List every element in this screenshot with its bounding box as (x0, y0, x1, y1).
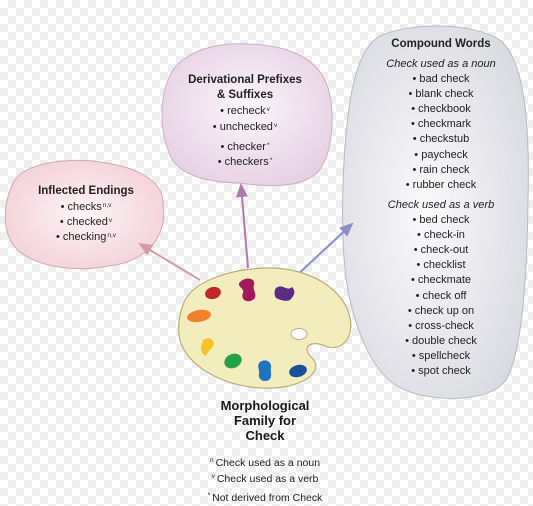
compound-word: double check (412, 334, 477, 347)
arrow-to-compound (295, 222, 354, 277)
derivational-bubble (161, 43, 333, 187)
inflected-endings-bubble (4, 159, 165, 270)
derivational-mark: * (266, 142, 270, 149)
compound-word: spot check (418, 365, 471, 377)
compound-verb-heading: Check used as a verb (387, 199, 495, 211)
compound-word: checkbook (418, 103, 471, 116)
compound-word: paycheck (421, 148, 468, 161)
compound-word: check-out (420, 244, 469, 257)
inflected-item: • checkingn,v (55, 231, 116, 243)
compound-word-item: • check-in (417, 229, 465, 242)
paint-blob-yellow (201, 338, 214, 356)
derivational-mark: v (273, 122, 278, 129)
derivational-item: • recheckv (220, 105, 270, 117)
legend-text: Not derived from Check (212, 492, 323, 504)
compound-word: check-in (423, 229, 465, 242)
derivational-word: unchecked (219, 121, 273, 133)
derivational-item: • checker* (220, 141, 270, 153)
center-title-line1: Morphological (220, 398, 310, 413)
legend-mark: v (211, 473, 215, 480)
legend-mark: * (207, 492, 211, 499)
compound-word-item: • double check (405, 334, 477, 347)
derivational-word: recheck (227, 105, 266, 117)
arrow-to-inflected (138, 242, 201, 281)
compound-word: spellcheck (418, 349, 471, 362)
compound-word: checkmate (417, 274, 472, 287)
legend-text: Check used as a verb (216, 473, 319, 485)
compound-word-item: • check up on (407, 304, 475, 317)
inflected-item: • checksn,v (60, 201, 112, 213)
paint-blob-blue (258, 360, 272, 382)
inflected-mark: v (108, 217, 113, 224)
inflected-word: checks (67, 201, 102, 213)
compound-word: checklist (423, 259, 466, 272)
inflected-item: • checkedv (59, 216, 113, 228)
compound-word: checkstub (419, 133, 470, 146)
compound-word-item: • rubber check (405, 178, 477, 191)
compound-word-item: • check off (415, 289, 467, 302)
inflected-word: checking (62, 231, 107, 243)
arrow-to-derivational (236, 183, 249, 269)
center-title-line3: Check (245, 428, 285, 443)
paint-blob-purple (274, 286, 295, 301)
inflected-endings-title: Inflected Endings (38, 185, 134, 197)
paint-blob-green (224, 353, 242, 369)
compound-word-item: • cross-check (408, 319, 474, 332)
compound-word-item: • check-out (413, 244, 469, 257)
derivational-word: checker (227, 141, 266, 153)
inflected-mark: n,v (107, 232, 116, 239)
derivational-mark: * (269, 157, 273, 164)
derivational-title-line1: Derivational Prefixes (188, 74, 302, 86)
compound-word: check up on (414, 304, 475, 317)
compound-word: rubber check (412, 178, 477, 191)
compound-word-item: • paycheck (414, 148, 468, 161)
compound-word-item: • bed check (412, 214, 470, 226)
compound-word-item: • checkstub (412, 133, 470, 146)
compound-word: checkmark (417, 118, 472, 131)
compound-word-item: • checkbook (411, 103, 471, 116)
inflected-mark: n,v (102, 202, 112, 209)
paint-blob-red (205, 286, 221, 300)
legend-not-derived: *Not derived from Check (180, 490, 350, 506)
derivational-title-line2: & Suffixes (216, 89, 274, 101)
compound-word: check off (422, 289, 467, 302)
derivational-item: • uncheckedv (212, 121, 278, 133)
compound-word: bed check (419, 214, 470, 226)
derivational-word: checkers (224, 156, 269, 168)
legend-text: Check used as a noun (215, 457, 321, 469)
compound-word-item: • checkmate (410, 274, 472, 287)
inflected-word: checked (66, 216, 108, 228)
compound-words-title: Compound Words (391, 38, 491, 50)
paint-blob-white (290, 328, 308, 340)
compound-word: blank check (415, 88, 474, 101)
legend-mark: n (209, 457, 214, 464)
compound-word: cross-check (415, 319, 474, 332)
compound-word-item: • bad check (412, 73, 470, 85)
compound-words-bubble (342, 25, 529, 399)
compound-word: bad check (419, 73, 470, 85)
compound-word: rain check (419, 163, 470, 176)
derivational-item: • checkers* (217, 156, 273, 168)
compound-noun-heading: Check used as a noun (386, 58, 496, 70)
paint-blob-magenta (238, 278, 256, 302)
compound-word-item: • spot check (411, 365, 471, 377)
compound-word-item: • checkmark (410, 118, 472, 131)
paint-blob-dark-blue (289, 364, 307, 378)
compound-word-item: • rain check (412, 163, 470, 176)
paint-palette (177, 267, 352, 389)
compound-word-item: • blank check (408, 88, 474, 101)
compound-word-item: • spellcheck (411, 349, 471, 362)
derivational-mark: v (266, 106, 270, 113)
center-title-line2: Family for (233, 413, 297, 428)
paint-blob-orange (187, 309, 211, 323)
compound-word-item: • checklist (416, 259, 466, 272)
